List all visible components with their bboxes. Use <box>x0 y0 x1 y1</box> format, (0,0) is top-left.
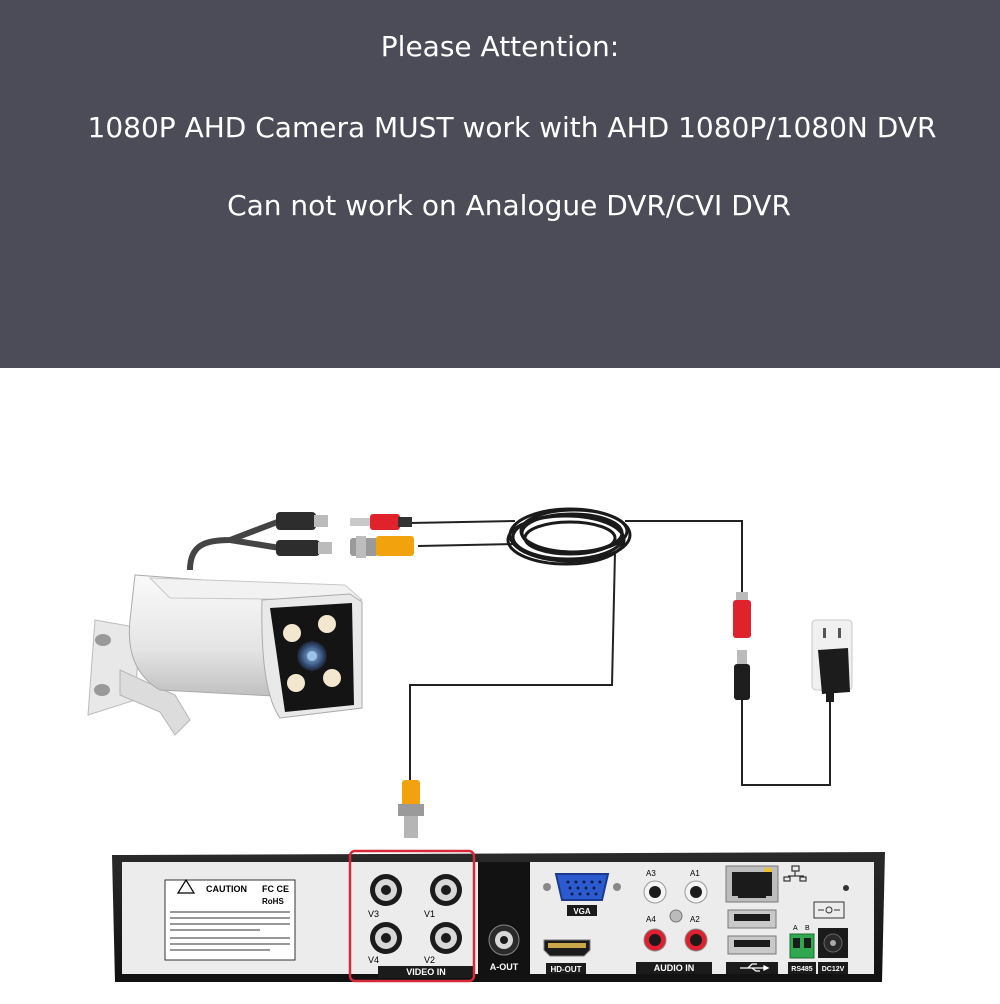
channel-label-v1: V1 <box>424 909 435 919</box>
dc12v-label: DC12V <box>822 966 845 973</box>
dc-power-male-black <box>734 650 750 700</box>
usb-icon <box>740 963 770 972</box>
banner-title: Please Attention: <box>380 30 620 63</box>
audio-label-a2: A2 <box>690 915 700 924</box>
usb-ports <box>726 909 778 974</box>
dvr-rear-panel: CAUTION FC CE RoHS <box>112 849 885 983</box>
cable-coil <box>506 507 632 566</box>
audio-label-a4: A4 <box>646 915 656 924</box>
dc12v-power-jack: DC12V <box>818 928 848 974</box>
rs485-label: RS485 <box>791 966 813 973</box>
bullet-camera <box>87 574 364 736</box>
dc-polarity-icon <box>813 901 845 919</box>
rca-port-a1 <box>684 880 708 904</box>
bnc-port-v2 <box>430 922 462 954</box>
cert-marks: FC CE <box>262 884 289 894</box>
camera-pigtail <box>187 512 332 571</box>
bnc-port-v1 <box>430 874 462 906</box>
attention-banner: Please Attention: 1080P AHD Camera MUST … <box>0 0 1000 368</box>
rca-port-a2 <box>684 928 708 952</box>
a-out-label: A-OUT <box>490 962 519 972</box>
rs485-terminal: A B RS485 <box>788 925 816 974</box>
lan-port <box>725 865 779 903</box>
wires <box>409 520 831 786</box>
hd-out-label: HD-OUT <box>550 965 581 974</box>
audio-out-port: A-OUT <box>488 924 520 972</box>
channel-label-v4: V4 <box>368 955 379 965</box>
ground-screw <box>669 909 683 923</box>
hdmi-port: HD-OUT <box>543 939 591 974</box>
caution-title: CAUTION <box>206 884 247 894</box>
rca-port-a4 <box>643 928 667 952</box>
audio-in-ports: A3 A1 A4 A2 AUDIO IN <box>636 869 712 974</box>
rohs-mark: RoHS <box>262 897 284 906</box>
audio-label-a3: A3 <box>646 869 656 878</box>
vga-port: VGA <box>543 873 621 916</box>
audio-label-a1: A1 <box>690 869 700 878</box>
wall-outlet-adapter <box>811 619 853 702</box>
bnc-port-v3 <box>370 874 402 906</box>
network-icon <box>783 865 807 882</box>
bnc-connector-to-dvr <box>398 780 424 838</box>
channel-label-v3: V3 <box>368 909 379 919</box>
dc-power-plug-red <box>350 514 412 530</box>
diagram-svg: CAUTION FC CE RoHS <box>87 507 885 983</box>
video-in-label: VIDEO IN <box>406 967 446 977</box>
vga-label: VGA <box>573 907 591 916</box>
rs485-pin-b: B <box>805 925 810 932</box>
banner-compatibility-note: 1080P AHD Camera MUST work with AHD 1080… <box>87 111 937 144</box>
rca-port-a3 <box>643 880 667 904</box>
dc-power-female-red <box>733 592 751 638</box>
channel-label-v2: V2 <box>424 955 435 965</box>
video-in-highlight <box>348 849 476 983</box>
caution-label: CAUTION FC CE RoHS <box>164 878 296 961</box>
ground-point-icon <box>843 885 849 891</box>
banner-incompatibility-note: Can not work on Analogue DVR/CVI DVR <box>227 189 791 222</box>
bnc-port-v4 <box>370 922 402 954</box>
audio-in-label: AUDIO IN <box>654 963 695 973</box>
connection-diagram: CAUTION FC CE RoHS <box>0 368 1000 1000</box>
bnc-connector-yellow <box>350 536 414 558</box>
rs485-pin-a: A <box>793 925 798 932</box>
video-in-ports: V3 V1 V4 V2 VIDEO IN <box>368 874 474 978</box>
